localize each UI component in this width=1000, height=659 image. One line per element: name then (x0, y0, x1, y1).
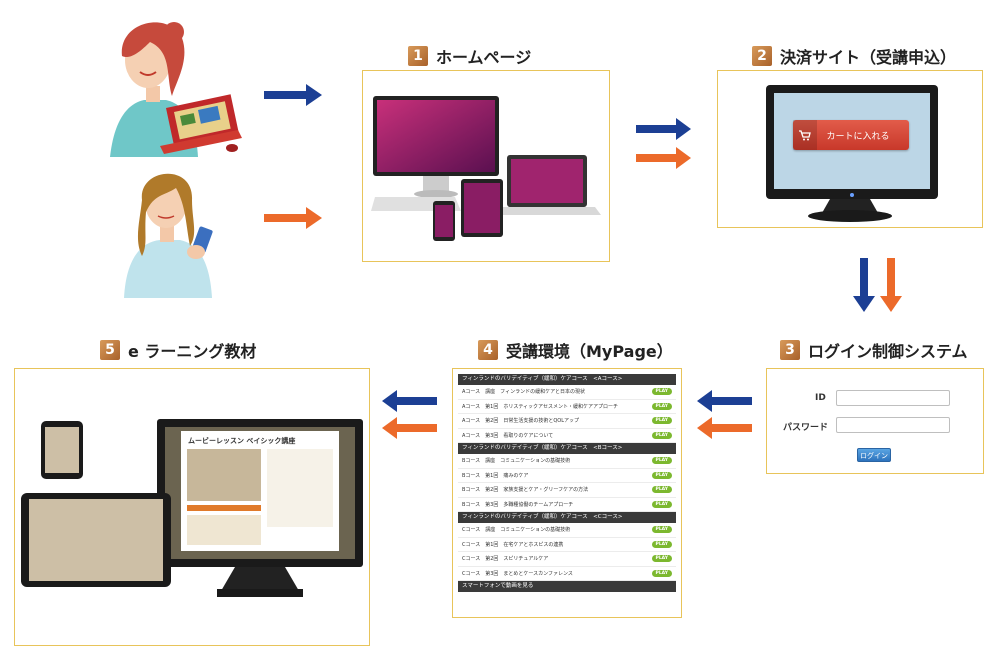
password-label: パスワード (783, 423, 829, 433)
step-1-label: ホームページ (436, 48, 532, 67)
login-button[interactable]: ログイン (857, 448, 891, 462)
play-button[interactable]: PLAY (651, 457, 672, 465)
play-button[interactable]: PLAY (651, 431, 672, 439)
step-2-number: 2 (752, 46, 772, 66)
id-input[interactable] (836, 390, 950, 406)
blue-arrow-right (636, 118, 691, 140)
laptop-user-illustration (110, 22, 242, 157)
smartphone-video-link[interactable]: スマートフォンで動画を見る (458, 581, 676, 592)
elearning-devices-illustration (21, 419, 363, 597)
step-4-title: 4 受講環境（MyPage） (478, 338, 673, 362)
id-label: ID (815, 393, 826, 403)
play-button[interactable]: PLAY (651, 555, 672, 563)
play-button[interactable]: PLAY (651, 471, 672, 479)
course-section-header: フィンランドのバリデイティブ（緩和）ケアコース <Cコース> (458, 512, 676, 523)
homepage-panel (362, 70, 610, 262)
password-input[interactable] (836, 417, 950, 433)
lesson-title: ムービーレッスン ベイシック講座 (188, 437, 296, 445)
smartphone-user-illustration (124, 173, 213, 298)
step-3-number: 3 (780, 340, 800, 360)
orange-arrow-right (636, 147, 691, 169)
course-list: フィンランドのバリデイティブ（緩和）ケアコース <Aコース> Aコース 講座 フ… (458, 374, 676, 592)
cart-button-label: カートに入れる (826, 131, 890, 142)
play-button[interactable]: PLAY (651, 388, 672, 396)
course-section-header: フィンランドのバリデイティブ（緩和）ケアコース <Aコース> (458, 374, 676, 385)
step-3-label: ログイン制御システム (808, 342, 968, 361)
play-button[interactable]: PLAY (651, 526, 672, 534)
step-4-number: 4 (478, 340, 498, 360)
multi-device-illustration (371, 96, 601, 241)
orange-arrow-right (264, 207, 322, 229)
play-button[interactable]: PLAY (651, 569, 672, 577)
step-5-label: e ラーニング教材 (128, 342, 257, 361)
course-section-header: フィンランドのバリデイティブ（緩和）ケアコース <Bコース> (458, 443, 676, 454)
step-5-number: 5 (100, 340, 120, 360)
orange-arrow-left (697, 417, 752, 439)
blue-arrow-right (264, 84, 322, 106)
step-4-label: 受講環境（MyPage） (506, 342, 673, 361)
step-3-title: 3 ログイン制御システム (780, 338, 968, 362)
orange-arrow-left (382, 417, 437, 439)
play-button[interactable]: PLAY (651, 486, 672, 494)
blue-arrow-down (853, 258, 875, 312)
step-5-title: 5 e ラーニング教材 (100, 338, 256, 362)
blue-arrow-left (382, 390, 437, 412)
play-button[interactable]: PLAY (651, 402, 672, 410)
add-to-cart-button[interactable]: カートに入れる (793, 120, 909, 150)
elearning-panel (14, 368, 370, 646)
step-1-number: 1 (408, 46, 428, 66)
orange-arrow-down (880, 258, 902, 312)
step-2-label: 決済サイト（受講申込） (780, 48, 957, 67)
step-1-title: 1 ホームページ (408, 44, 531, 68)
blue-arrow-left (697, 390, 752, 412)
play-button[interactable]: PLAY (651, 500, 672, 508)
cart-icon (793, 120, 817, 150)
mypage-panel (452, 368, 682, 618)
play-button[interactable]: PLAY (651, 417, 672, 425)
step-2-title: 2 決済サイト（受講申込） (752, 44, 956, 68)
play-button[interactable]: PLAY (651, 540, 672, 548)
